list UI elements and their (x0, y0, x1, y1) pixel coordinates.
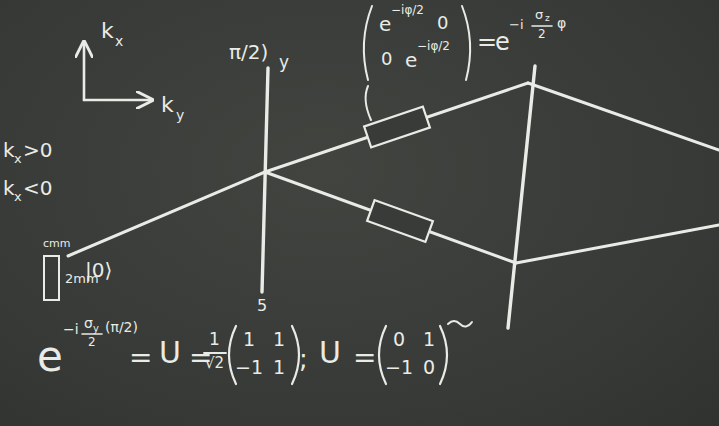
upper-beam (265, 83, 528, 172)
dimension-label: cmm (42, 238, 71, 249)
region-label: k (2, 140, 16, 160)
math-label: (π/2) (104, 320, 139, 334)
math-label: e (378, 14, 392, 34)
region-condition: <0 (22, 178, 53, 198)
upper-out-beam (528, 83, 719, 150)
math-label: 1 (272, 358, 286, 377)
matrix-paren (364, 6, 372, 80)
rotation-label: π/2) (228, 42, 269, 62)
lower-beam (265, 172, 516, 263)
matrix-paren (229, 326, 236, 384)
region-subscript: x (13, 152, 23, 165)
math-label: 1 (422, 330, 436, 349)
incoming-beam (68, 172, 265, 256)
math-label: 2 (537, 28, 547, 40)
math-label: −iφ/2 (390, 4, 425, 16)
leader-line (366, 86, 371, 120)
math-label: −1 (234, 358, 264, 377)
math-label: √2 (204, 356, 225, 371)
kx-axis (83, 42, 86, 100)
math-label: σ (83, 316, 94, 330)
splitter-mark: 5 (256, 298, 268, 314)
phase-shifter (364, 107, 430, 148)
beam-splitter (262, 68, 268, 292)
region-label: k (2, 178, 16, 198)
math-label: U (318, 338, 342, 368)
math-label: ; (298, 346, 309, 372)
math-label: e (36, 336, 64, 378)
math-label: = (352, 344, 377, 372)
math-label: 0 (436, 14, 449, 32)
rotation-axis: y (278, 54, 290, 71)
math-label: z (544, 14, 551, 23)
math-label: 0 (392, 330, 406, 349)
source-box (44, 256, 59, 300)
math-label: e (494, 30, 511, 54)
math-label: 2 (87, 336, 97, 348)
second-splitter (508, 66, 535, 328)
math-label: φ (556, 16, 567, 30)
region-subscript: x (13, 190, 23, 203)
math-label: −i (62, 322, 80, 336)
math-label: 1 (272, 330, 286, 349)
math-label: −1 (384, 358, 414, 377)
math-label: 0 (422, 358, 436, 377)
math-label: −i (508, 18, 525, 31)
state-label: |0⟩ (84, 260, 113, 280)
math-label: 1 (208, 331, 221, 348)
fraction-bar (532, 25, 552, 27)
math-label: σ (534, 8, 544, 21)
math-label: y (92, 324, 100, 334)
ky-axis (84, 99, 152, 102)
fraction-bar (82, 333, 102, 335)
math-label: 1 (242, 330, 256, 349)
matrix-paren (292, 326, 299, 384)
axis-label: k (160, 94, 175, 116)
math-label: = (476, 30, 498, 54)
region-condition: >0 (22, 140, 53, 160)
matrix-paren (379, 326, 386, 384)
math-label: = (128, 344, 153, 372)
axis-subscript: x (114, 34, 124, 48)
matrix-paren (440, 326, 447, 384)
math-label: 0 (380, 50, 393, 68)
math-label: U (158, 338, 182, 368)
matrix-paren (462, 6, 470, 80)
math-label: e (404, 50, 418, 70)
tilde-mark (448, 321, 472, 327)
phase-shifter (367, 200, 433, 242)
math-label: −iφ/2 (416, 40, 451, 52)
lower-out-beam (516, 225, 719, 263)
axis-label: k (100, 20, 115, 42)
axis-subscript: y (175, 108, 185, 122)
